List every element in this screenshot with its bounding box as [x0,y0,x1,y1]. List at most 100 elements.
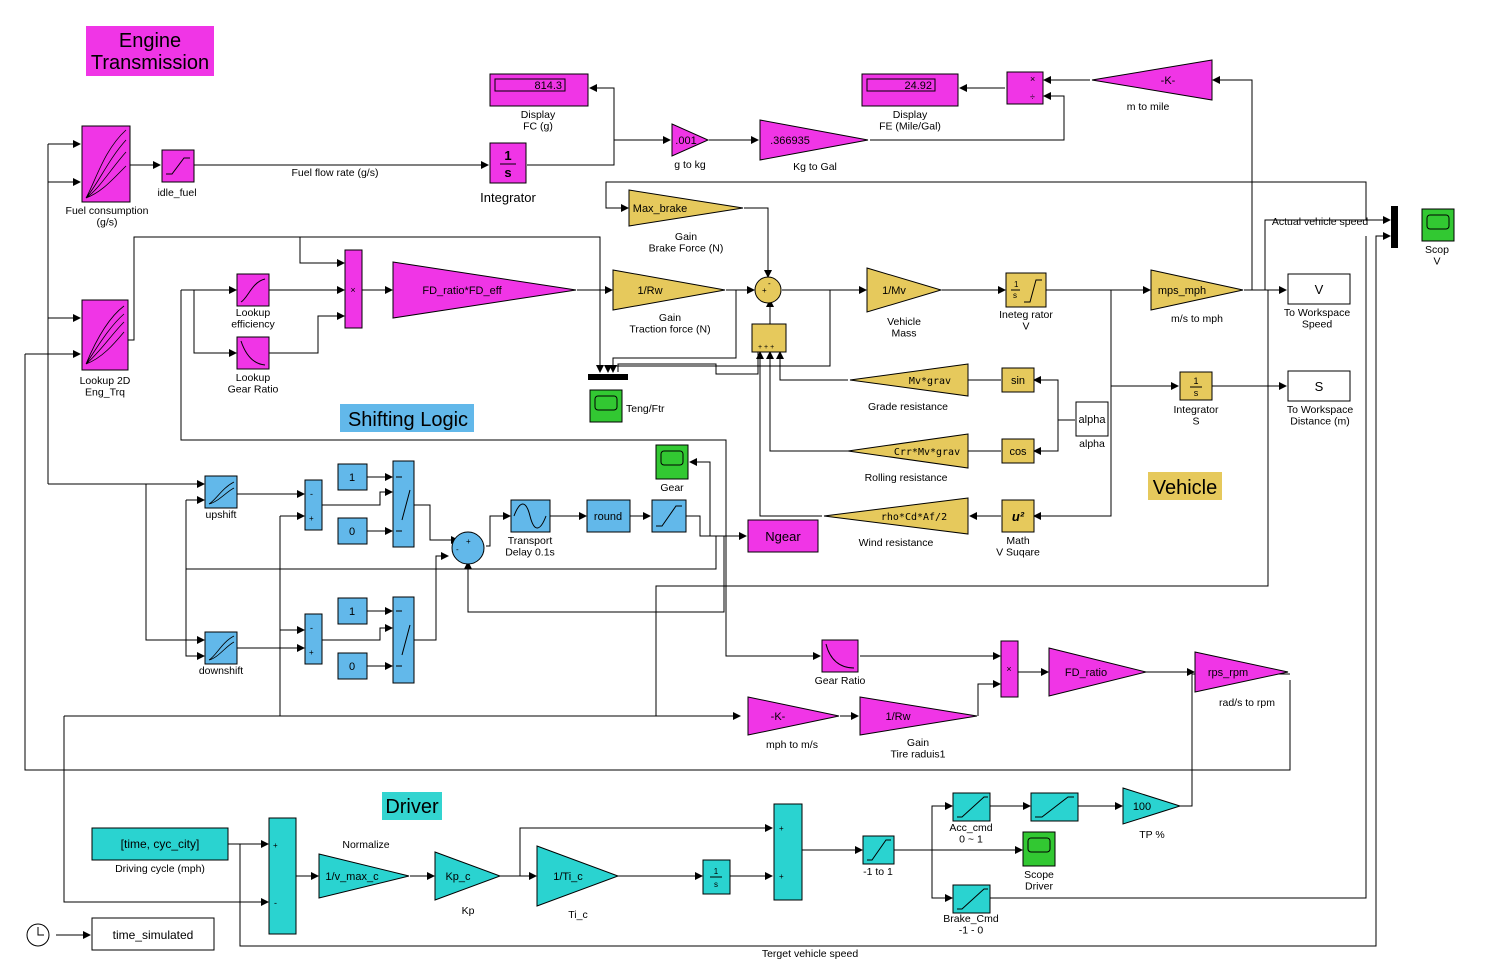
kg-to-gal-gain[interactable]: .366935 [759,119,869,161]
downshift-lookup[interactable] [204,631,238,665]
ti-gain[interactable]: 1/Ti_c [536,845,620,907]
fd-ratio-gain[interactable]: FD_ratio [1048,647,1147,697]
upshift-lookup[interactable] [204,475,238,509]
svg-text:+: + [273,841,278,850]
v-max-gain[interactable]: 1/v_max_c [318,853,410,899]
kp-gain[interactable]: Kp_c [434,851,502,901]
scope-teng[interactable] [589,389,623,423]
kp-label: Kp [462,905,475,917]
integrator-den: s [504,165,511,180]
math-square-block[interactable]: u² [1001,499,1035,533]
tire-rw-gain[interactable]: 1/Rw [859,696,978,736]
gear-sum[interactable]: - + [451,531,485,565]
normalize-label: Normalize [342,839,389,851]
display-fe[interactable]: 24.92 [861,73,959,107]
max-brake-gain[interactable]: Max_brake [628,189,744,227]
round-block[interactable]: round [586,499,631,533]
integrator-s[interactable]: 1 s [1179,371,1213,401]
force-sum[interactable]: + - [754,276,782,304]
lookup-efficiency[interactable] [236,273,270,307]
g-to-kg-value: .001 [675,135,696,147]
scope-gear[interactable] [655,444,689,480]
resistance-sum[interactable]: + + + [751,323,787,353]
alpha-block[interactable]: alpha [1075,401,1109,437]
mph-to-ms-label: mph to m/s [766,739,818,751]
gear-saturation[interactable] [651,499,687,533]
g-to-kg-gain[interactable]: .001 [671,123,710,157]
pi-integrator[interactable]: 1 s [702,859,731,895]
sum-down[interactable]: - + [304,613,323,665]
rho-gain[interactable]: rho*Cd*Af/2 [823,497,969,535]
kg-to-gal-label: Kg to Gal [793,161,837,173]
pi-int-den: s [714,880,718,889]
const-1-down[interactable]: 1 [337,597,368,625]
area-shifting-label: Shifting Logic [348,409,468,431]
one-rw-gain[interactable]: 1/Rw [612,269,726,311]
fuel-consumption-lookup[interactable] [81,125,131,203]
sum-up[interactable]: - + [304,479,323,531]
const-0-down[interactable]: 0 [337,652,368,680]
svg-text:×: × [1030,74,1035,84]
integrator-block[interactable]: 1 s [489,142,527,184]
integrator-s-num: 1 [1193,376,1198,386]
tp-100-gain[interactable]: 100 [1122,787,1182,825]
integrator-v[interactable]: 1 s [1005,272,1047,308]
area-vehicle-label: Vehicle [1153,477,1218,499]
fuel-flow-label: Fuel flow rate (g/s) [292,167,379,179]
downshift-label: downshift [199,665,243,677]
m-to-mile-gain[interactable]: -K- [1091,59,1213,101]
brake-cmd-sat[interactable] [952,884,991,914]
to-workspace-distance[interactable]: S [1287,370,1351,402]
cos-block[interactable]: cos [1001,438,1035,464]
transport-delay[interactable] [510,499,551,533]
area-driver: Driver [382,792,442,820]
rps-rpm-value: rps_rpm [1208,667,1248,679]
switch-down[interactable] [392,596,415,684]
brake-cmd-label: Brake_Cmd-1 - 0 [943,913,999,937]
mux-bar-teng [588,374,628,380]
to-workspace-speed[interactable]: V [1287,273,1351,305]
scope-v[interactable] [1421,208,1455,242]
idle-fuel-saturation[interactable] [161,149,195,183]
mps-mph-gain[interactable]: mps_mph [1150,269,1244,311]
const-0-up[interactable]: 0 [337,517,368,545]
ngear-output[interactable]: Ngear [747,519,819,553]
error-sum[interactable]: + - [268,817,297,935]
display-fc[interactable]: 814.3 [489,73,589,107]
mph-to-ms-gain[interactable]: -K- [747,696,840,736]
time-simulated-output[interactable]: time_simulated [91,917,215,951]
gear-label: Gear [660,482,684,494]
rps-rpm-gain[interactable]: rps_rpm [1194,651,1289,693]
crr-gain[interactable]: Crr*Mv*grav [847,433,969,469]
acc-cmd-sat[interactable] [952,792,991,822]
const-1-up[interactable]: 1 [337,463,368,491]
product-rpm[interactable]: × [1000,640,1019,698]
mv-grav-gain[interactable]: Mv*grav [849,363,969,397]
sat-minus1-1[interactable] [862,835,895,865]
clock-icon[interactable] [26,923,50,947]
scope-driver[interactable] [1022,831,1056,867]
pi-sum[interactable]: + + [773,803,803,901]
one-mv-gain[interactable]: 1/Mv [866,267,943,313]
const-0-down-text: 0 [349,661,355,673]
fd-ratio-eff-gain[interactable]: FD_ratio*FD_eff [392,261,577,319]
switch-up[interactable] [392,460,415,548]
const-1-down-text: 1 [349,606,355,618]
ws-v-text: V [1315,282,1324,297]
g-to-kg-label: g to kg [674,159,706,171]
acc-rate-sat[interactable] [1030,792,1079,822]
lookup-2d-eng-trq[interactable] [81,299,129,371]
product-divide-block[interactable]: × ÷ [1006,71,1044,105]
driving-cycle-source[interactable]: [time, cyc_city] [91,827,229,861]
lookup-gear-ratio[interactable] [236,336,270,370]
gear-ratio-lookup[interactable] [821,639,859,673]
area-shifting-logic: Shifting Logic [340,404,474,432]
target-speed-label: Terget vehicle speed [762,948,858,960]
sin-block[interactable]: sin [1001,367,1035,393]
product-torque[interactable]: × [344,249,363,329]
